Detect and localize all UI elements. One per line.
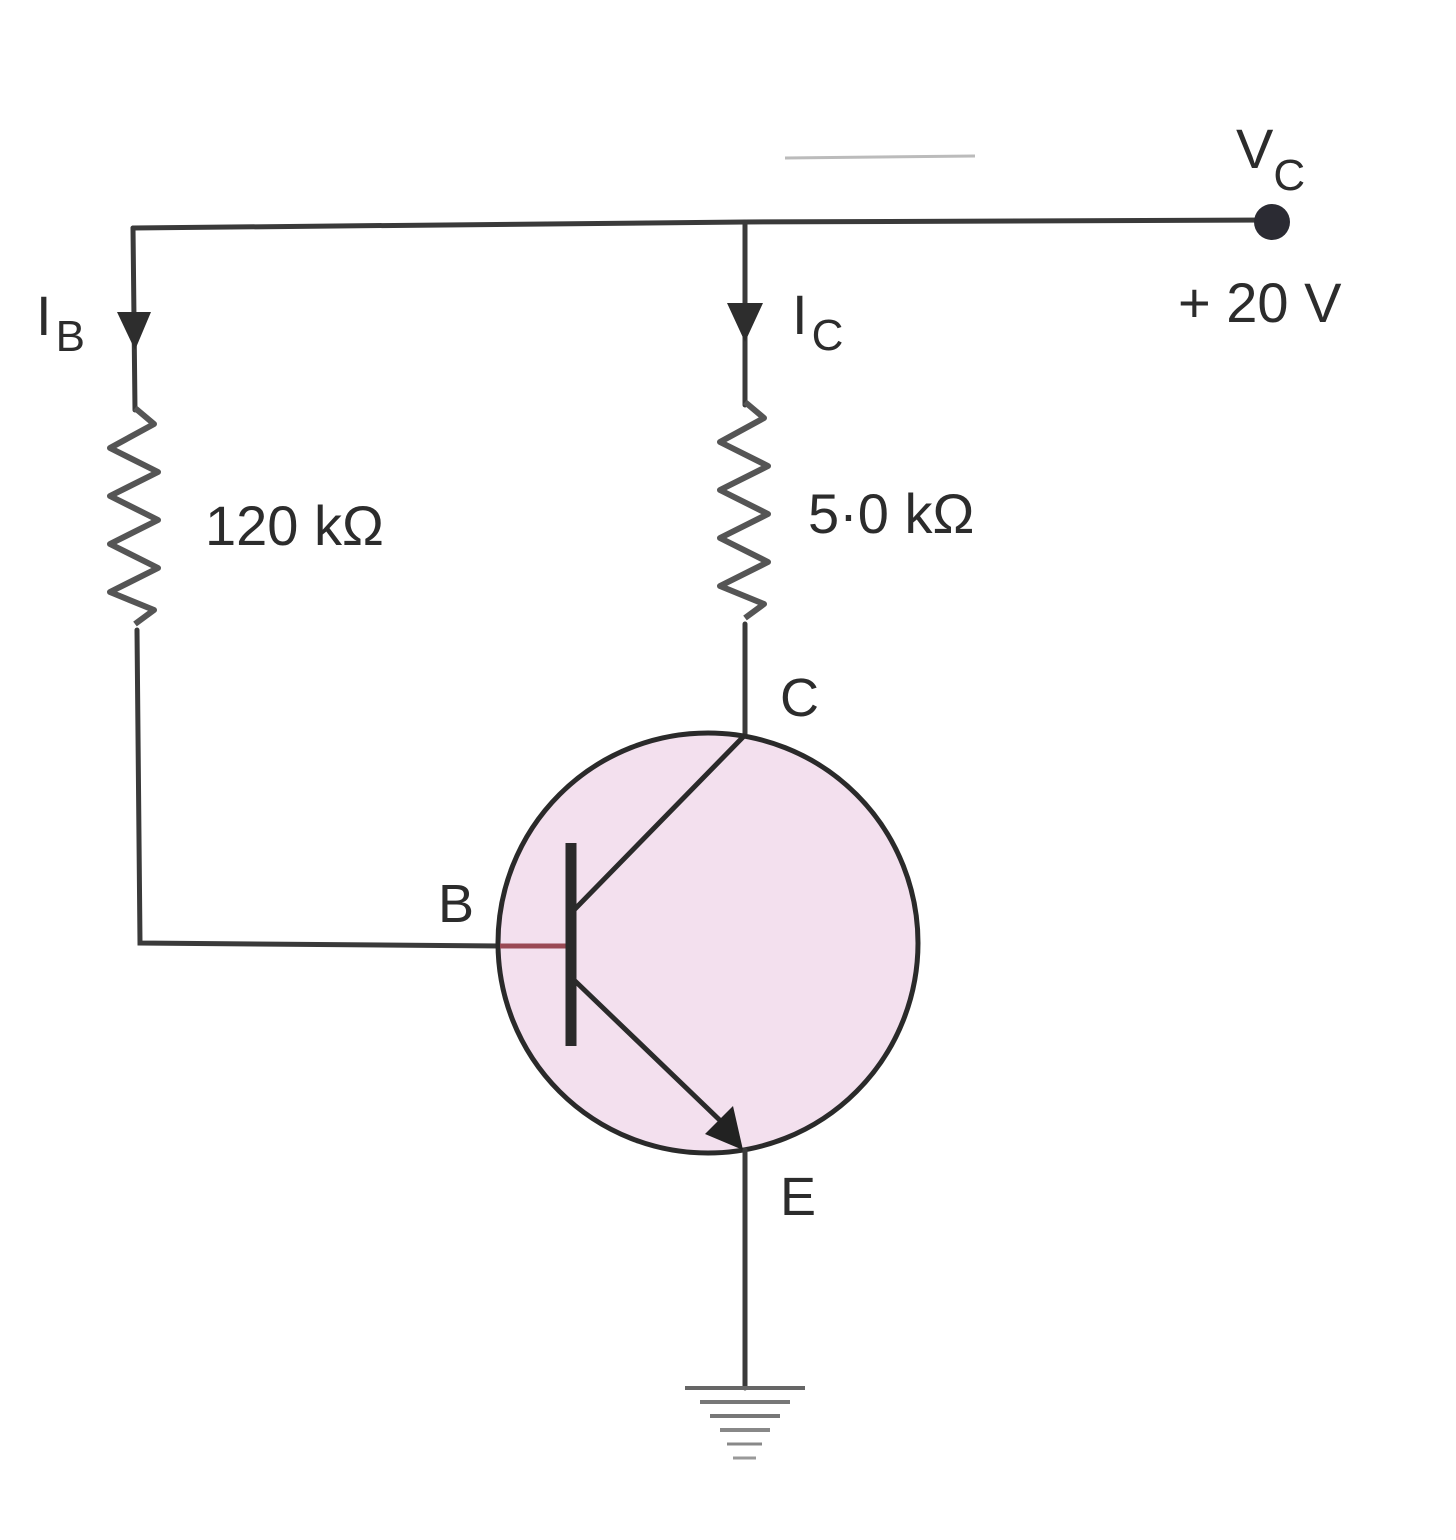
supply-label: VC [1236,117,1305,200]
collector-resistor-label: 5·0 kΩ [808,482,974,545]
emitter-arrow-icon [705,1106,743,1150]
supply-terminal-dot [1254,204,1290,240]
transistor-emitter-line [572,978,732,1132]
base-resistor-label: 120 kΩ [205,494,384,557]
smudge-line [784,154,976,160]
base-branch-wire-bottom [134,627,503,949]
collector-current-arrow [727,303,763,342]
collector-resistor [717,399,771,621]
transistor-collector-line [572,733,747,912]
base-current-arrow [117,312,151,350]
supply-rail [130,217,1275,231]
ground-icon [685,1386,805,1460]
supply-voltage-label: + 20 V [1178,271,1342,334]
transistor-body [495,730,921,1156]
collector-terminal-label: C [780,668,819,728]
emitter-terminal-label: E [780,1167,816,1227]
base-resistor [107,405,161,627]
base-current-label: IB [36,284,85,361]
collector-current-label: IC [792,283,843,360]
base-terminal-label: B [438,874,474,934]
